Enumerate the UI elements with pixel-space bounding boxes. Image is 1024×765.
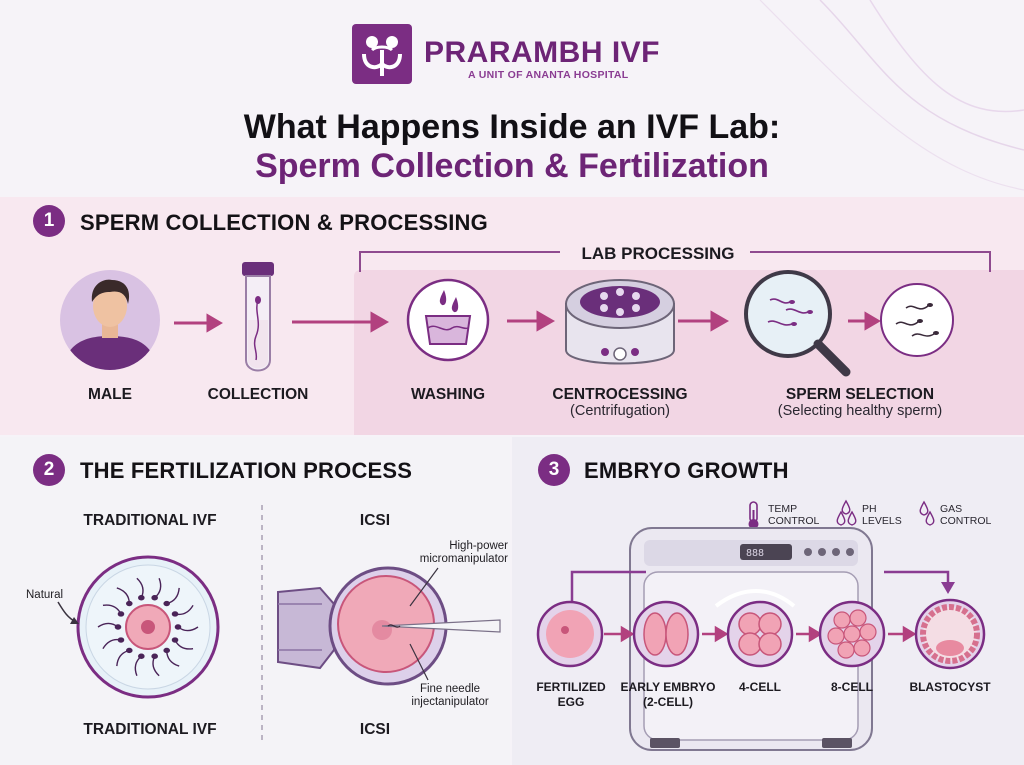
step-label-collection: COLLECTION bbox=[207, 386, 309, 403]
arrow-washing-centrifuge bbox=[507, 310, 556, 332]
page-title: What Happens Inside an IVF Lab: bbox=[243, 108, 781, 146]
lab-processing-label: LAB PROCESSING bbox=[581, 244, 735, 263]
stage-arrows bbox=[604, 625, 917, 643]
sperm-tail bbox=[174, 604, 194, 616]
fertilized-egg-icon bbox=[536, 600, 604, 668]
ph-levels-label-2: LEVELS bbox=[862, 515, 902, 527]
gas-control-label-1: GAS bbox=[940, 503, 963, 515]
micromanipulator-note-1: High-power bbox=[449, 540, 508, 552]
svg-text:888: 888 bbox=[746, 548, 764, 559]
flow-arrow-right bbox=[884, 570, 950, 584]
stage-blastocyst: BLASTOCYST bbox=[909, 680, 991, 694]
two-cell-embryo-icon bbox=[632, 600, 700, 668]
male-avatar-icon bbox=[60, 270, 160, 370]
sperm-tail bbox=[177, 626, 199, 632]
step-label-male: MALE bbox=[88, 386, 132, 403]
temp-control-label-1: TEMP bbox=[768, 503, 798, 515]
blastocyst-icon bbox=[914, 598, 986, 670]
stage-four-cell: 4-CELL bbox=[739, 680, 781, 694]
droplets-icon bbox=[836, 499, 857, 526]
step-label-washing: WASHING bbox=[410, 386, 486, 403]
traditional-ivf-caption: TRADITIONAL IVF bbox=[83, 721, 217, 738]
sperm-tail bbox=[102, 638, 122, 650]
sperm-tail bbox=[154, 578, 162, 599]
sperm-tail bbox=[116, 587, 130, 604]
sperm-tail bbox=[102, 604, 122, 615]
sperm-tail bbox=[136, 577, 144, 599]
eight-cell-embryo-icon bbox=[818, 600, 886, 668]
arrow-male-collection bbox=[174, 313, 223, 333]
brand-name: PRARAMBH IVF bbox=[424, 36, 660, 69]
sperm-tail bbox=[166, 650, 180, 667]
centrifuge-icon bbox=[565, 279, 675, 365]
gas-control-label-2: CONTROL bbox=[940, 515, 992, 527]
sperm-tail bbox=[116, 649, 130, 667]
stage-eight-cell: 8-CELL bbox=[831, 680, 873, 694]
step-label-centrifuge: CENTROCESSING bbox=[552, 386, 688, 403]
natural-note: Natural bbox=[26, 589, 64, 601]
traditional-egg-icon bbox=[76, 555, 220, 699]
magnifier-icon bbox=[744, 270, 851, 377]
injection-needle-icon bbox=[381, 619, 501, 633]
brand-logo bbox=[352, 24, 412, 84]
step-sub-centrifuge: (Centrifugation) bbox=[570, 403, 670, 419]
flow-arrow-left bbox=[570, 570, 646, 604]
arrow-selection-sperm bbox=[848, 311, 881, 331]
stage-fertilized-line2: EGG bbox=[557, 695, 585, 709]
sperm-tail bbox=[166, 587, 180, 605]
step-label-selection: SPERM SELECTION bbox=[785, 386, 935, 403]
arrow-collection-washing bbox=[292, 311, 390, 333]
ph-levels-label-1: PH bbox=[862, 503, 877, 515]
sperm-tail bbox=[152, 655, 160, 677]
washing-icon bbox=[406, 278, 490, 362]
brand-subtitle: A UNIT OF ANANTA HOSPITAL bbox=[468, 69, 629, 81]
logo-tree-icon bbox=[362, 36, 402, 76]
sperm-tail bbox=[134, 655, 142, 676]
sperm-tail bbox=[97, 622, 119, 628]
section-title-1: SPERM COLLECTION & PROCESSING bbox=[80, 210, 488, 235]
section-number-3: 3 bbox=[538, 454, 570, 486]
arrow-centrifuge-selection bbox=[678, 310, 730, 332]
needle-note-2: injectanipulator bbox=[411, 696, 489, 708]
section-title-3: EMBRYO GROWTH bbox=[584, 458, 789, 483]
micromanipulator-pointer bbox=[409, 567, 439, 607]
stage-fertilized-line1: FERTILIZED bbox=[536, 680, 606, 694]
step-sub-selection: (Selecting healthy sperm) bbox=[777, 403, 943, 419]
four-cell-embryo-icon bbox=[726, 600, 794, 668]
icsi-caption: ICSI bbox=[359, 721, 391, 738]
icsi-heading: ICSI bbox=[359, 512, 391, 529]
page-subtitle: Sperm Collection & Fertilization bbox=[255, 147, 769, 185]
section-title-2: THE FERTILIZATION PROCESS bbox=[80, 458, 413, 483]
micromanipulator-note-2: micromanipulator bbox=[419, 553, 508, 565]
traditional-ivf-heading: TRADITIONAL IVF bbox=[83, 512, 217, 529]
needle-pointer bbox=[409, 643, 429, 681]
stage-two-cell-line1: EARLY EMBRYO bbox=[620, 680, 716, 694]
sperm-circle-icon bbox=[880, 283, 954, 357]
thermometer-icon bbox=[748, 501, 759, 529]
needle-note-1: Fine needle bbox=[419, 683, 481, 695]
gas-drops-icon bbox=[919, 500, 935, 526]
test-tube-icon bbox=[242, 262, 274, 372]
temp-control-label-2: CONTROL bbox=[768, 515, 820, 527]
stage-two-cell-line2: (2-CELL) bbox=[643, 695, 693, 709]
sperm-tail bbox=[174, 639, 194, 650]
section-number-2: 2 bbox=[33, 454, 65, 486]
section-number-1: 1 bbox=[33, 205, 65, 237]
